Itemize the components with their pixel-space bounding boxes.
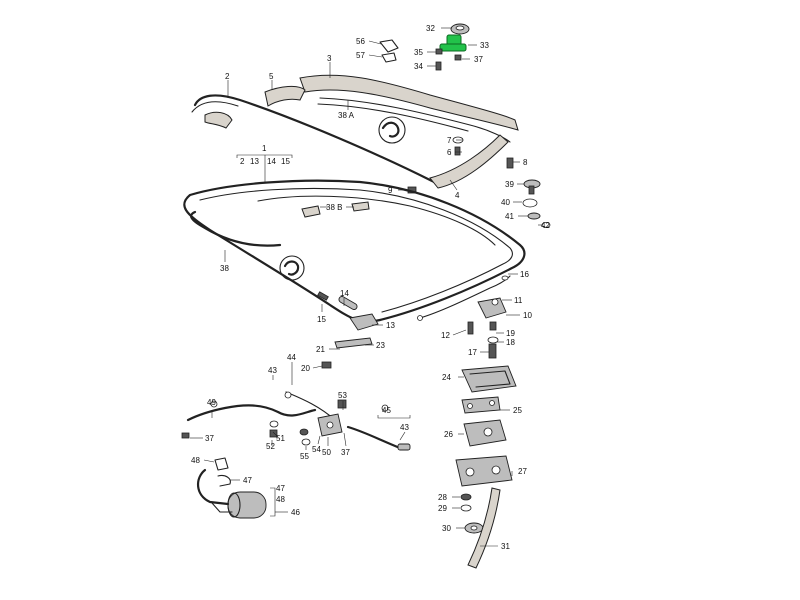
callout-42: 42	[541, 221, 550, 230]
latch-parts	[317, 291, 517, 569]
callout-44: 44	[287, 353, 296, 362]
callout-45: 45	[382, 406, 391, 415]
callout-23: 23	[376, 341, 385, 350]
callout-56: 56	[356, 37, 365, 46]
callout-35: 35	[414, 48, 423, 57]
callout-26: 26	[444, 430, 453, 439]
callout-41: 41	[505, 212, 514, 221]
callout-32: 32	[426, 24, 435, 33]
callout-5: 5	[269, 72, 274, 81]
callout-38: 38	[220, 264, 229, 273]
callout-9: 9	[388, 186, 393, 195]
leader-lines	[190, 27, 542, 547]
callout-14-group: 14	[267, 157, 276, 166]
callout-1: 1	[262, 144, 267, 153]
right-fasteners	[407, 136, 551, 228]
callout-48-group: 48	[276, 495, 285, 504]
callout-37-mid: 37	[341, 448, 350, 457]
callout-38b: 38 B	[326, 203, 342, 212]
callout-21: 21	[316, 345, 325, 354]
callout-55: 55	[300, 452, 309, 461]
callout-54: 54	[312, 445, 321, 454]
lid-seal-frame	[183, 179, 526, 323]
callout-28: 28	[438, 493, 447, 502]
callout-13-group: 13	[250, 157, 259, 166]
callout-43: 43	[268, 366, 277, 375]
callout-12: 12	[441, 331, 450, 340]
emblem-icon	[378, 116, 406, 144]
callout-34: 34	[414, 62, 423, 71]
callout-15-group: 15	[281, 157, 290, 166]
callout-43-right: 43	[400, 423, 409, 432]
emblem-icon-lower	[279, 255, 305, 281]
callout-49: 49	[207, 398, 216, 407]
callout-40: 40	[501, 198, 510, 207]
callout-14: 14	[340, 289, 349, 298]
callout-2: 2	[225, 72, 230, 81]
callout-50: 50	[322, 448, 331, 457]
callout-47: 47	[243, 476, 252, 485]
callout-53: 53	[338, 391, 347, 400]
highlighted-part-33	[439, 34, 467, 52]
callout-13: 13	[386, 321, 395, 330]
callout-46: 46	[291, 508, 300, 517]
callout-8: 8	[523, 158, 528, 167]
callout-57: 57	[356, 51, 365, 60]
callout-17: 17	[468, 348, 477, 357]
callout-6: 6	[447, 148, 452, 157]
callout-10: 10	[523, 311, 532, 320]
callout-38a: 38 A	[338, 111, 355, 120]
callout-15: 15	[317, 315, 326, 324]
callout-25: 25	[513, 406, 522, 415]
callout-29: 29	[438, 504, 447, 513]
callout-2-group: 2	[240, 157, 245, 166]
callout-48: 48	[191, 456, 200, 465]
callout-47-group: 47	[276, 484, 285, 493]
callout-31: 31	[501, 542, 510, 551]
cable-and-motor	[181, 391, 411, 519]
callout-37-left: 37	[205, 434, 214, 443]
callout-11: 11	[514, 296, 523, 305]
callout-37: 37	[474, 55, 483, 64]
callout-24: 24	[442, 373, 451, 382]
callout-39: 39	[505, 180, 514, 189]
callout-19: 19	[506, 329, 515, 338]
callout-16: 16	[520, 270, 529, 279]
callout-33: 33	[480, 41, 489, 50]
callout-labels: 32 33 35 37 34 56 57 3 2 5 38 A 7 6 8 4 …	[191, 24, 550, 551]
callout-52: 52	[266, 442, 275, 451]
callout-27: 27	[518, 467, 527, 476]
callout-3: 3	[327, 54, 332, 63]
callout-4: 4	[455, 191, 460, 200]
callout-30: 30	[442, 524, 451, 533]
seal-upper-assembly	[191, 23, 519, 189]
callout-51: 51	[276, 434, 285, 443]
callout-18: 18	[506, 338, 515, 347]
callout-7: 7	[447, 136, 452, 145]
callout-20: 20	[301, 364, 310, 373]
